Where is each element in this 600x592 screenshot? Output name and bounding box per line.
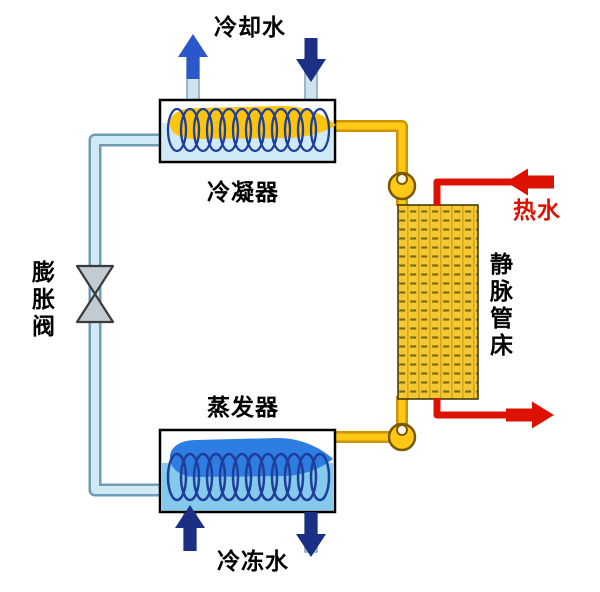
expansion-valve-label: 膨胀阀 [32, 260, 55, 340]
chilled-water-out-arrow [296, 512, 326, 557]
chilled-water-label: 冷冻水 [217, 549, 289, 575]
condenser-vessel [158, 98, 337, 164]
hot-water-in-arrow [506, 168, 554, 196]
tube-bed-block [397, 204, 479, 400]
hot-water-outlet-line [433, 398, 514, 419]
evaporator-label: 蒸发器 [207, 395, 279, 421]
evaporator-coil [166, 452, 331, 502]
condenser-label: 冷凝器 [207, 180, 279, 206]
hot-water-label: 热水 [513, 198, 561, 224]
cooling-water-out-arrow [178, 34, 208, 79]
hot-water-circuit [433, 168, 554, 429]
cooling-water-label: 冷却水 [214, 15, 286, 41]
tube-bed-label: 静脉管床 [490, 252, 513, 359]
chilled-water-in-arrow [175, 505, 205, 551]
pipe-fitting-bottom-icon [387, 422, 417, 452]
expansion-valve [75, 264, 115, 324]
hot-water-out-arrow [506, 401, 554, 429]
hot-water-inlet-line [433, 178, 514, 206]
cooling-water-in-arrow [296, 38, 326, 82]
condenser-coil [166, 107, 331, 153]
pipe-fitting-top-icon [387, 171, 417, 201]
evaporator-vessel [158, 428, 337, 514]
